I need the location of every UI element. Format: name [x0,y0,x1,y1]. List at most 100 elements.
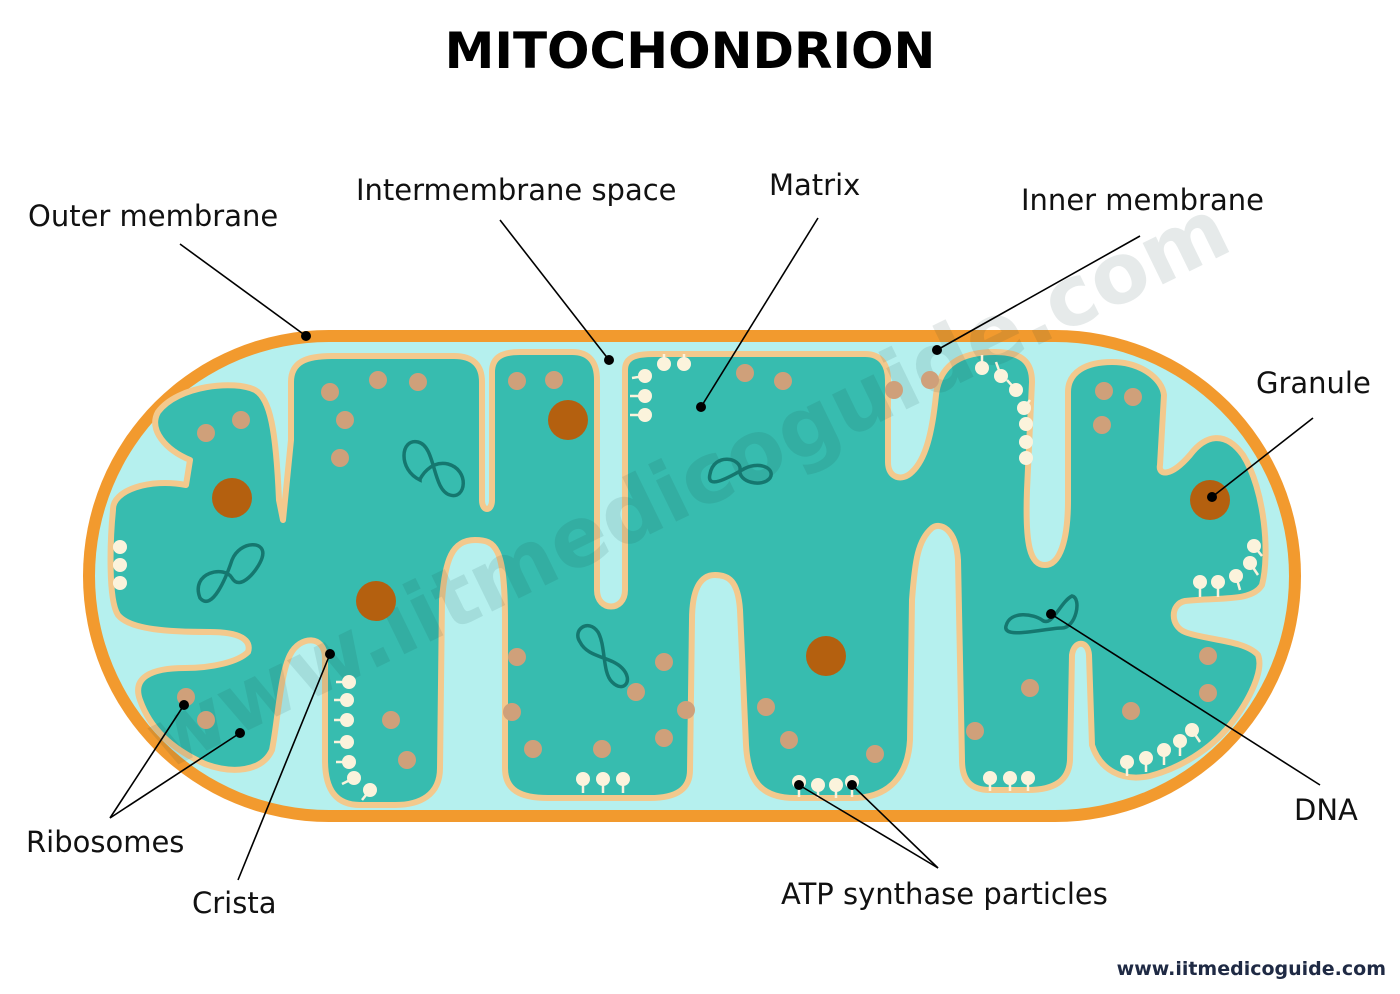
pin-ribosome-2 [235,728,245,738]
dna-group [196,440,1079,689]
leader-atp-2 [851,784,939,869]
label-ribosomes: Ribosomes [26,825,184,859]
label-dna: DNA [1294,793,1358,827]
atp-synthase-head [1211,575,1225,589]
atp-synthase-head [340,693,354,707]
dna-loop [196,543,265,603]
pin-outer-membrane [301,331,311,341]
ribosome-dot [409,373,427,391]
dna-loop [707,457,773,485]
pin-ribosome-1 [179,700,189,710]
atp-synthase-head [113,558,127,572]
atp-synthase-head [340,735,354,749]
label-atp-synthase: ATP synthase particles [781,877,1108,911]
leader-intermembrane-space [499,219,610,361]
atp-synthase-head [994,369,1008,383]
ribosome-dot [232,411,250,429]
ribosome-dot [336,411,354,429]
atp-synthase-head [596,772,610,786]
ribosome-dot [677,701,695,719]
atp-synthase-head [113,576,127,590]
leader-ribosome-1 [109,704,185,819]
atp-synthase-head [811,778,825,792]
ribosome-dot [321,383,339,401]
label-inner-membrane: Inner membrane [1021,183,1264,217]
atp-synthase-head [1017,401,1031,415]
pin-granule [1207,492,1217,502]
label-granule: Granule [1256,366,1371,400]
dna-loop [1004,594,1079,635]
granule [212,478,252,518]
pin-atp-1 [794,780,804,790]
ribosome-dot [503,703,521,721]
atp-synthase-head [340,713,354,727]
atp-synthase-head [1021,771,1035,785]
pin-matrix [696,402,706,412]
leader-granule [1211,417,1314,498]
atp-synthase-head [1173,734,1187,748]
ribosome-dot [921,371,939,389]
atp-synthase-head [363,783,377,797]
leader-dna [1050,613,1321,786]
ribosome-dot [866,745,884,763]
ribosomes [177,364,1217,769]
atp-synthase-head [342,675,356,689]
leader-atp-1 [798,784,939,869]
atp-synthase-head [1019,417,1033,431]
atp-synthase-head [975,361,989,375]
ribosome-dot [774,372,792,390]
dna-loop [402,440,465,498]
atp-synthase-head [677,357,691,371]
atp-synthase-head [1120,755,1134,769]
atp-synthase-head [1247,539,1261,553]
atp-synthase-particles [113,354,1263,801]
ribosome-dot [593,740,611,758]
pin-dna [1046,609,1056,619]
ribosome-dot [197,424,215,442]
ribosome-dot [331,449,349,467]
dna-loop [576,624,630,689]
ribosome-dot [885,381,903,399]
ribosome-dot [524,740,542,758]
pin-crista [325,649,335,659]
ribosome-dot [382,711,400,729]
pin-atp-2 [847,780,857,790]
atp-synthase-head [638,389,652,403]
atp-synthase-head [1009,383,1023,397]
atp-synthase-head [1003,771,1017,785]
atp-synthase-head [983,771,997,785]
granule [806,636,846,676]
granules [212,400,1230,676]
granule [356,581,396,621]
atp-synthase-head [638,369,652,383]
atp-synthase-head [1229,569,1243,583]
label-crista: Crista [192,886,276,920]
ribosome-dot [1021,679,1039,697]
label-matrix: Matrix [769,168,860,202]
leader-outer-membrane [179,243,307,337]
ribosome-dot [736,364,754,382]
ribosome-dot [508,648,526,666]
atp-synthase-head [657,357,671,371]
leader-crista [237,653,331,881]
ribosome-dot [197,711,215,729]
ribosome-dot [398,751,416,769]
ribosome-dot [369,371,387,389]
atp-synthase-head [638,408,652,422]
site-credit: www.iitmedicoguide.com [1117,958,1386,980]
atp-synthase-head [829,778,843,792]
ribosome-dot [627,683,645,701]
ribosome-dot [1199,684,1217,702]
leader-lines [109,217,1321,881]
atp-synthase-head [576,772,590,786]
leader-inner-membrane [936,235,1141,351]
ribosome-dot [655,653,673,671]
atp-synthase-head [1193,575,1207,589]
atp-synthase-head [1019,435,1033,449]
ribosome-dot [1199,647,1217,665]
atp-synthase-head [342,755,356,769]
ribosome-dot [1124,388,1142,406]
ribosome-dot [508,372,526,390]
